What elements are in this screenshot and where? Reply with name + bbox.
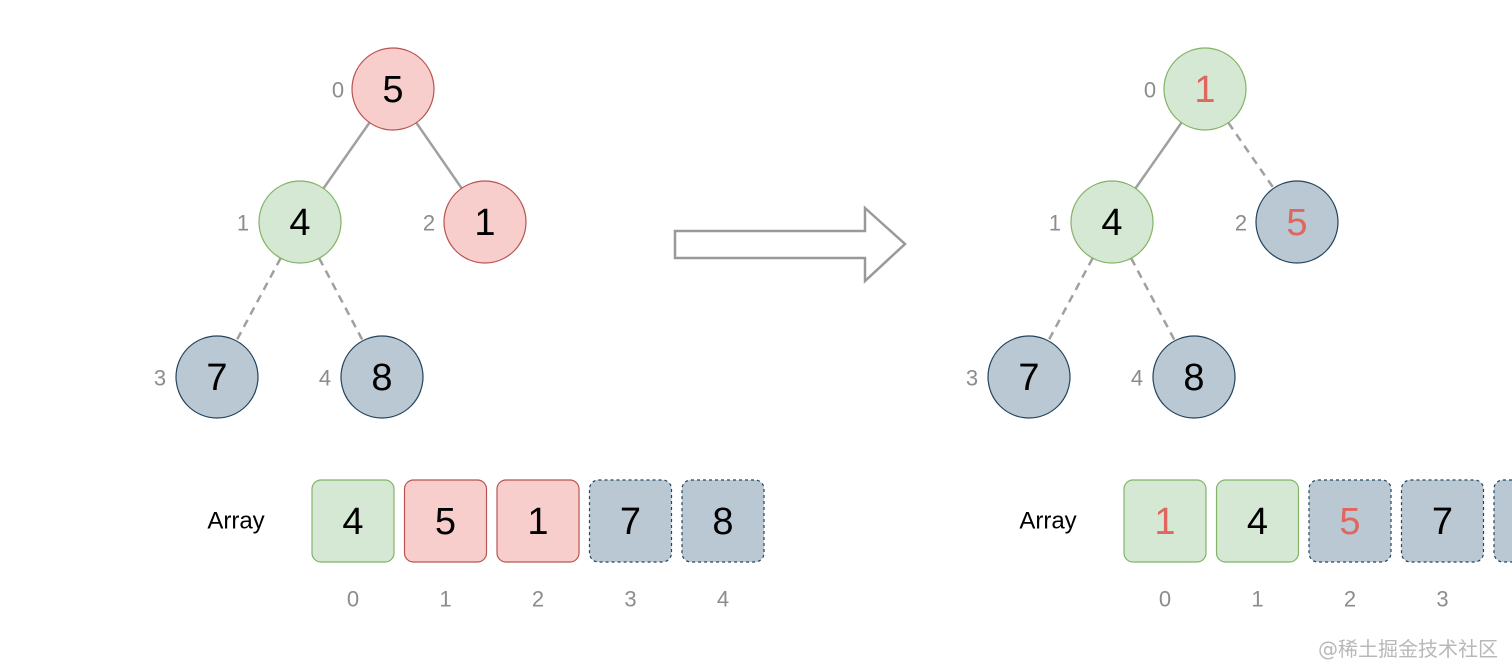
tree-node-3: 73 bbox=[154, 335, 259, 419]
node-circle bbox=[1070, 180, 1154, 264]
tree-node-3: 73 bbox=[966, 335, 1071, 419]
tree-edge-0-2 bbox=[1227, 122, 1275, 189]
array-cell-0: 4 bbox=[311, 479, 395, 563]
right-panel: 1041527384Array1041527384 bbox=[966, 47, 1512, 612]
node-value: 8 bbox=[1183, 357, 1204, 399]
watermark: @稀土掘金技术社区 bbox=[1318, 637, 1498, 661]
tree-node-2: 52 bbox=[1235, 180, 1339, 264]
node-circle bbox=[987, 335, 1071, 419]
array-cell-1: 4 bbox=[1215, 479, 1300, 563]
array-cell-4: 8 bbox=[1493, 479, 1512, 563]
cell-box bbox=[496, 479, 580, 563]
tree-edge-1-4 bbox=[1130, 257, 1176, 342]
array-cell-1: 5 bbox=[403, 479, 488, 563]
node-index-label: 0 bbox=[332, 78, 344, 103]
cell-value: 5 bbox=[1339, 501, 1360, 543]
cell-box bbox=[681, 479, 765, 563]
cell-index-label: 2 bbox=[532, 587, 544, 612]
cell-value: 8 bbox=[712, 501, 733, 543]
node-circle bbox=[443, 180, 527, 264]
node-index-label: 0 bbox=[1144, 78, 1156, 103]
node-value: 7 bbox=[206, 357, 227, 399]
node-index-label: 3 bbox=[966, 366, 978, 391]
cell-index-label: 0 bbox=[1159, 587, 1171, 612]
node-value: 7 bbox=[1018, 357, 1039, 399]
node-value: 8 bbox=[371, 357, 392, 399]
node-value: 5 bbox=[382, 69, 403, 111]
array-label: Array bbox=[1019, 508, 1076, 535]
tree-node-0: 10 bbox=[1144, 47, 1247, 131]
cell-index-label: 1 bbox=[439, 587, 451, 612]
tree-node-4: 84 bbox=[319, 335, 424, 419]
cell-value: 1 bbox=[1154, 501, 1175, 543]
cell-box bbox=[311, 479, 395, 563]
tree-edge-0-1 bbox=[322, 121, 371, 190]
cell-value: 5 bbox=[435, 501, 456, 543]
cell-box bbox=[1400, 479, 1485, 563]
tree-edge-1-4 bbox=[318, 257, 364, 342]
array-cell-3: 7 bbox=[1400, 479, 1485, 563]
cell-value: 4 bbox=[1247, 501, 1268, 543]
tree-node-1: 41 bbox=[1049, 180, 1154, 264]
cell-index-label: 3 bbox=[1436, 587, 1448, 612]
cell-value: 4 bbox=[342, 501, 363, 543]
node-circle bbox=[351, 47, 435, 131]
node-index-label: 3 bbox=[154, 366, 166, 391]
node-circle bbox=[1163, 47, 1247, 131]
transition-arrow bbox=[673, 205, 907, 284]
node-index-label: 4 bbox=[1131, 366, 1143, 391]
tree-node-4: 84 bbox=[1131, 335, 1236, 419]
array-cell-3: 7 bbox=[588, 479, 673, 563]
node-value: 4 bbox=[1101, 202, 1122, 244]
node-circle bbox=[1255, 180, 1339, 264]
node-value: 5 bbox=[1286, 202, 1307, 244]
cell-value: 1 bbox=[527, 501, 548, 543]
node-index-label: 1 bbox=[1049, 211, 1061, 236]
cell-box bbox=[1308, 479, 1392, 563]
node-circle bbox=[340, 335, 424, 419]
tree-edge-0-2 bbox=[415, 122, 463, 189]
node-index-label: 4 bbox=[319, 366, 331, 391]
node-index-label: 2 bbox=[423, 211, 435, 236]
tree-node-0: 50 bbox=[332, 47, 435, 131]
node-index-label: 1 bbox=[237, 211, 249, 236]
tree-edge-1-3 bbox=[235, 257, 282, 342]
tree-node-1: 41 bbox=[237, 180, 342, 264]
array-cell-4: 8 bbox=[681, 479, 765, 563]
cell-value: 7 bbox=[620, 501, 641, 543]
cell-index-label: 3 bbox=[624, 587, 636, 612]
array-cell-0: 1 bbox=[1123, 479, 1207, 563]
cell-box bbox=[588, 479, 673, 563]
node-value: 1 bbox=[474, 202, 495, 244]
array-cell-2: 5 bbox=[1308, 479, 1392, 563]
node-circle bbox=[258, 180, 342, 264]
tree-edge-0-1 bbox=[1134, 121, 1183, 190]
node-index-label: 2 bbox=[1235, 211, 1247, 236]
tree-edge-1-3 bbox=[1047, 257, 1094, 342]
array-cell-2: 1 bbox=[496, 479, 580, 563]
cell-index-label: 0 bbox=[347, 587, 359, 612]
cell-index-label: 1 bbox=[1251, 587, 1263, 612]
node-value: 4 bbox=[289, 202, 310, 244]
cell-index-label: 2 bbox=[1344, 587, 1356, 612]
node-circle bbox=[1152, 335, 1236, 419]
right-arrow-icon bbox=[673, 205, 907, 284]
array-label: Array bbox=[207, 508, 264, 535]
cell-box bbox=[1493, 479, 1512, 563]
cell-box bbox=[1215, 479, 1300, 563]
node-value: 1 bbox=[1194, 69, 1215, 111]
cell-box bbox=[403, 479, 488, 563]
node-circle bbox=[175, 335, 259, 419]
cell-box bbox=[1123, 479, 1207, 563]
cell-index-label: 4 bbox=[717, 587, 729, 612]
tree-node-2: 12 bbox=[423, 180, 527, 264]
cell-value: 7 bbox=[1432, 501, 1453, 543]
